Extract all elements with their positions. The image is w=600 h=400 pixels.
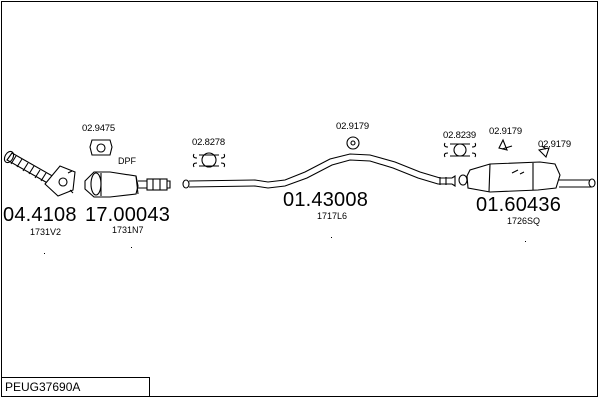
part-code: 1731N7	[112, 225, 144, 235]
marker-dot	[525, 241, 526, 242]
part-code: 1726SQ	[507, 216, 541, 226]
rubber-hanger	[537, 145, 550, 159]
marker-dot	[331, 237, 332, 238]
ref-number: 02.8278	[192, 137, 225, 148]
part-code: 1717L6	[317, 211, 348, 221]
marker-dot	[131, 247, 132, 248]
intermediate-pipe	[182, 153, 456, 189]
part-number: 01.60436	[476, 194, 562, 216]
rear-silencer	[458, 161, 596, 193]
ref-number: 02.9179	[336, 121, 369, 132]
ref-number: 02.9475	[82, 123, 115, 134]
footer-code-box	[1, 377, 150, 397]
part-number: 04.4108	[3, 204, 77, 226]
flange-gasket	[89, 139, 113, 156]
dpf-unit	[84, 171, 171, 198]
ref-number: 02.8239	[443, 130, 476, 141]
part-code: 1731V2	[30, 227, 62, 237]
pipe-clamp	[443, 142, 477, 158]
part-number: 17.00043	[85, 204, 171, 226]
footer-code: PEUG37690A	[5, 380, 81, 394]
marker-dot	[44, 253, 45, 254]
rubber-hanger	[498, 138, 513, 151]
dpf-label: DPF	[118, 156, 136, 166]
pipe-clamp	[192, 152, 226, 168]
front-flex-pipe	[3, 150, 76, 197]
ref-number: 02.9179	[489, 126, 522, 137]
ref-number: 02.9179	[538, 139, 571, 150]
rubber-hanger	[346, 136, 360, 150]
part-number: 01.43008	[283, 189, 369, 211]
